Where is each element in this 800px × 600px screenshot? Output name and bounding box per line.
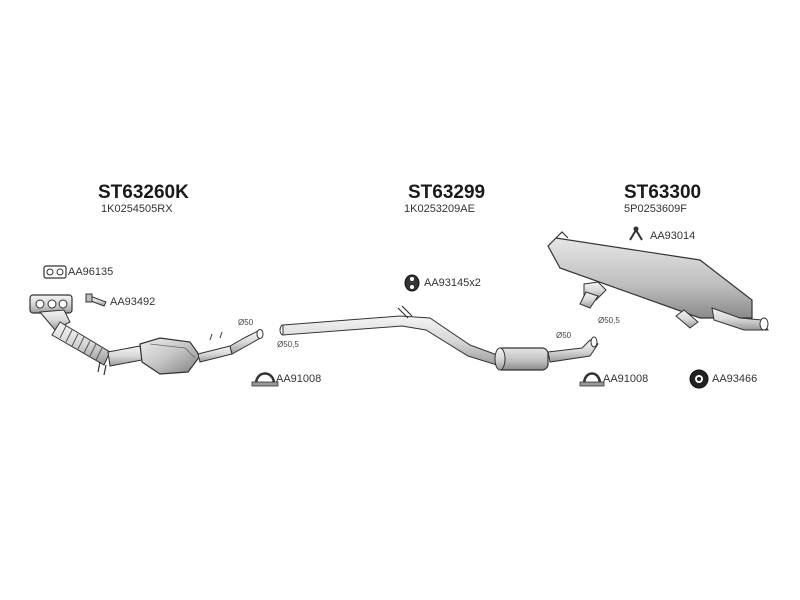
- middle-pipe: [279, 305, 501, 367]
- oem-code-rear: 5P0253609F: [624, 203, 687, 215]
- section-code-front: ST63260K: [98, 182, 189, 203]
- rear-silencer: [547, 231, 769, 331]
- part-label-clamp-right: AA91008: [603, 373, 649, 385]
- section-code-middle: ST63299: [408, 182, 486, 203]
- front-outlet-pipe: [229, 329, 264, 355]
- diameter-pipe-inlet: Ø50,5: [277, 340, 299, 349]
- middle-outlet-pipe: [547, 336, 599, 363]
- catalytic-converter: [139, 331, 233, 375]
- part-label-rubber-mount: AA93145x2: [424, 277, 481, 289]
- rubber-mount-code: AA93145: [424, 277, 470, 289]
- clamp-icon: [579, 372, 605, 387]
- mount-ring-icon: [689, 369, 709, 389]
- diameter-mid-outlet: Ø50: [556, 331, 572, 340]
- rubber-mount-qty: x2: [469, 277, 481, 289]
- rubber-mount-icon: [404, 274, 420, 292]
- diameter-rear-inlet: Ø50,5: [598, 316, 620, 325]
- oem-code-front: 1K0254505RX: [101, 203, 173, 215]
- clamp-icon: [251, 372, 279, 387]
- part-label-clamp-left: AA91008: [276, 373, 322, 385]
- manifold-flange: [29, 294, 73, 331]
- hanger-icon: [629, 226, 643, 241]
- part-label-bolt: AA93492: [110, 296, 156, 308]
- bolt-icon: [85, 293, 107, 307]
- center-silencer: [494, 347, 549, 371]
- oem-code-middle: 1K0253209AE: [404, 203, 475, 215]
- flex-pipe: [51, 321, 143, 376]
- gasket-icon: [43, 265, 67, 279]
- section-code-rear: ST63300: [624, 182, 702, 203]
- diameter-cat-outlet: Ø50: [238, 318, 254, 327]
- part-label-mount-ring: AA93466: [712, 373, 758, 385]
- part-label-hanger: AA93014: [650, 230, 696, 242]
- part-label-gasket: AA96135: [68, 266, 114, 278]
